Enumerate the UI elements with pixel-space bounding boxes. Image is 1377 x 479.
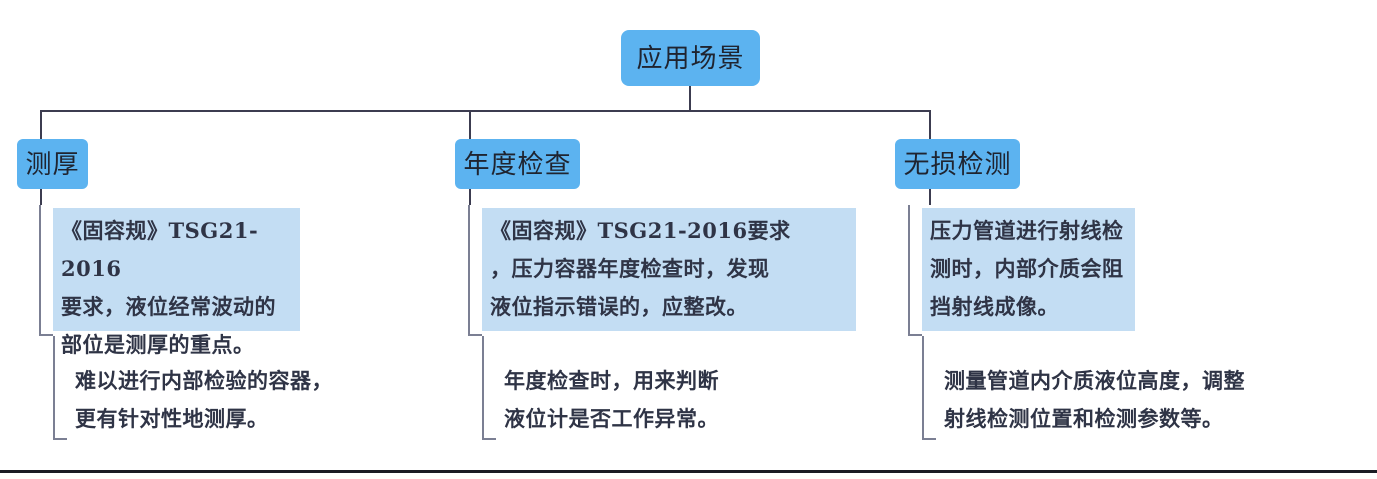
branch-3-tail bbox=[929, 189, 931, 205]
branch-node-2[interactable]: 年度检查 bbox=[455, 139, 580, 189]
root-node[interactable]: 应用场景 bbox=[621, 30, 760, 86]
branch-1-bracket-inner bbox=[53, 336, 67, 440]
branch-3-bracket-outer bbox=[908, 205, 922, 336]
branch-3-highlight-text: 压力管道进行射线检 测时，内部介质会阻 挡射线成像。 bbox=[922, 208, 1135, 331]
branch-1-tail bbox=[40, 189, 42, 205]
branch-node-1-label: 测厚 bbox=[25, 149, 80, 179]
branch-node-1[interactable]: 测厚 bbox=[17, 139, 88, 189]
branch-1-drop bbox=[40, 110, 42, 139]
branch-2-tail bbox=[469, 189, 471, 205]
root-node-label: 应用场景 bbox=[636, 43, 745, 73]
branch-2-bracket-outer bbox=[468, 205, 482, 336]
branch-3-drop bbox=[929, 110, 931, 139]
branch-node-3-label: 无损检测 bbox=[903, 149, 1012, 179]
branch-2-detail-text: 年度检查时，用来判断 液位计是否工作异常。 bbox=[504, 368, 719, 431]
branch-1-highlight-text: 《固容规》TSG21-2016 要求，液位经常波动的 部位是测厚的重点。 bbox=[53, 208, 300, 357]
branch-3-detail-text: 测量管道内介质液位高度，调整 射线检测位置和检测参数等。 bbox=[944, 368, 1245, 431]
branch-1-detail-text: 难以进行内部检验的容器， 更有针对性地测厚。 bbox=[75, 368, 333, 431]
branch-2-bracket-inner bbox=[482, 336, 496, 440]
branch-node-2-label: 年度检查 bbox=[463, 149, 572, 179]
branch-2-highlight-text: 《固容规》TSG21-2016要求 ，压力容器年度检查时，发现 液位指示错误的，… bbox=[482, 208, 856, 331]
branch-1-bracket-outer bbox=[39, 205, 53, 336]
branch-2-drop bbox=[469, 110, 471, 139]
branch-3-bracket-inner bbox=[922, 336, 936, 440]
branch-node-3[interactable]: 无损检测 bbox=[895, 139, 1020, 189]
root-connector-stem bbox=[689, 86, 691, 111]
page-bottom-rule bbox=[0, 470, 1377, 473]
branch-bus bbox=[40, 110, 931, 112]
